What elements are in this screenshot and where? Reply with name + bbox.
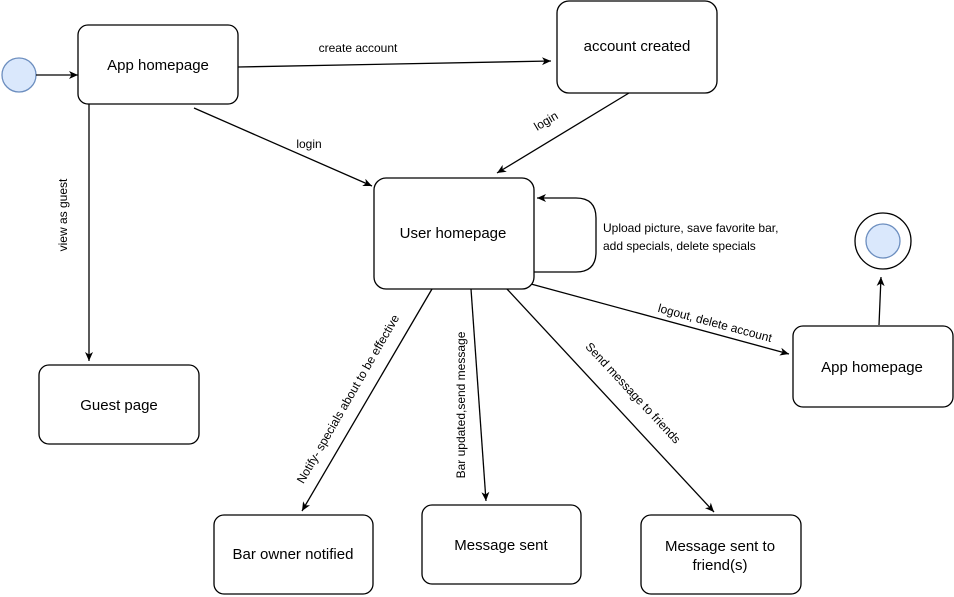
edge-view-as-guest: view as guest: [56, 104, 93, 361]
edge-label-send-to-friends: Send message to friends: [583, 340, 684, 447]
edge-label-view-as-guest: view as guest: [56, 178, 70, 251]
edge-label-create-account: create account: [319, 41, 398, 55]
node-label-guest-page: Guest page: [80, 397, 158, 414]
edge-create-account: create account: [237, 41, 552, 68]
node-label-message-sent-friends-line1: Message sent to: [665, 538, 775, 555]
edge-bar-updated: Bar updated,send message: [454, 288, 490, 502]
edge-label-self-loop-line2: add specials, delete specials: [603, 239, 756, 253]
edge-notify: Notify- specials about to be effective: [294, 288, 433, 512]
node-message-sent: Message sent: [421, 504, 582, 585]
edge-label-login-1: login: [296, 137, 321, 151]
node-app-homepage: App homepage: [77, 24, 239, 105]
edge-send-to-friends: Send message to friends: [506, 288, 715, 513]
edge-self-loop-user-homepage: Upload picture, save favorite bar, add s…: [534, 194, 778, 273]
node-message-sent-friends: Message sent to friend(s): [640, 514, 802, 595]
edge-logout: logout, delete account: [530, 283, 790, 356]
edge-label-notify: Notify- specials about to be effective: [294, 312, 403, 486]
end-node: [854, 212, 912, 270]
start-node: [1, 57, 37, 93]
node-label-message-sent: Message sent: [454, 537, 548, 554]
edge-login-from-account-created: login: [496, 92, 630, 174]
node-label-message-sent-friends-line2: friend(s): [692, 557, 747, 574]
node-label-bar-owner-notified: Bar owner notified: [233, 546, 354, 563]
edge-label-self-loop-line1: Upload picture, save favorite bar,: [603, 221, 778, 235]
node-guest-page: Guest page: [38, 364, 200, 445]
edge-label-bar-updated: Bar updated,send message: [454, 331, 468, 478]
edge-label-login-2: login: [532, 108, 561, 133]
node-label-app-homepage-2: App homepage: [821, 359, 923, 376]
node-user-homepage: User homepage: [373, 177, 535, 290]
node-label-account-created: account created: [584, 38, 691, 55]
node-label-user-homepage: User homepage: [400, 225, 507, 242]
node-label-app-homepage: App homepage: [107, 57, 209, 74]
edge-to-end: [876, 276, 885, 326]
edge-login-from-app-homepage: login: [193, 107, 373, 187]
node-bar-owner-notified: Bar owner notified: [213, 514, 374, 595]
node-app-homepage-2: App homepage: [792, 325, 954, 408]
node-account-created: account created: [556, 0, 718, 94]
